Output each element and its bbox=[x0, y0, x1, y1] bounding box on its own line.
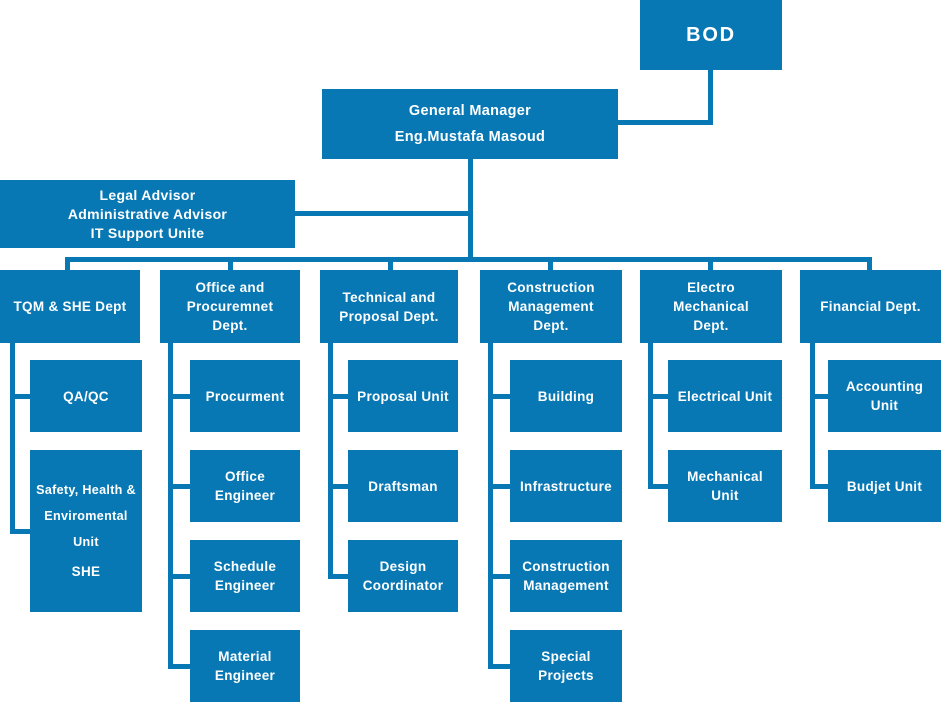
org-node-office-engineer: Office Engineer bbox=[190, 450, 300, 522]
org-node-infrastructure: Infrastructure bbox=[510, 450, 622, 522]
connector-child-stub bbox=[648, 394, 673, 399]
connector-child-stub bbox=[10, 394, 35, 399]
connector-dept-stub bbox=[708, 257, 713, 273]
general-manager-name: Eng.Mustafa Masoud bbox=[394, 129, 546, 145]
connector-child-stub bbox=[328, 484, 353, 489]
child-label: Procurment bbox=[205, 388, 285, 404]
connector-bod-horizontal bbox=[616, 120, 713, 125]
connector-dept-stub bbox=[867, 257, 872, 273]
child-label: Design Coordinator bbox=[362, 559, 444, 593]
org-node-mechanical-unit: Mechanical Unit bbox=[668, 450, 782, 522]
connector-child-stub bbox=[10, 529, 35, 534]
dept-label: Technical and Proposal Dept. bbox=[339, 289, 439, 324]
child-label: Infrastructure bbox=[520, 478, 612, 494]
connector-child-stub bbox=[168, 574, 195, 579]
child-label: Budjet Unit bbox=[846, 478, 923, 494]
connector-dept-stub bbox=[228, 257, 233, 273]
child-label: Mechanical Unit bbox=[687, 469, 763, 503]
connector-child-stub bbox=[168, 394, 195, 399]
child-label: Material Engineer bbox=[214, 649, 276, 683]
org-node-dept-office-procurement: Office and Procuremnet Dept. bbox=[160, 270, 300, 343]
bod-label: BOD bbox=[686, 23, 736, 46]
connector-child-stub bbox=[648, 484, 673, 489]
org-node-advisors: Legal Advisor Administrative Advisor IT … bbox=[0, 180, 295, 248]
connector-child-stub bbox=[488, 394, 515, 399]
org-node-procurement: Procurment bbox=[190, 360, 300, 432]
org-node-accounting-unit: Accounting Unit bbox=[828, 360, 941, 432]
connector-column-spine bbox=[10, 340, 15, 534]
connector-gm-vertical bbox=[468, 158, 473, 262]
connector-distribution-line bbox=[65, 257, 872, 262]
connector-child-stub bbox=[488, 574, 515, 579]
org-node-material-engineer: Material Engineer bbox=[190, 630, 300, 702]
connector-advisors-horizontal bbox=[294, 211, 473, 216]
connector-column-spine bbox=[488, 340, 493, 669]
org-node-schedule-engineer: Schedule Engineer bbox=[190, 540, 300, 612]
child-label: QA/QC bbox=[63, 388, 109, 404]
connector-child-stub bbox=[168, 664, 195, 669]
connector-child-stub bbox=[168, 484, 195, 489]
connector-column-spine bbox=[810, 340, 815, 489]
connector-dept-stub bbox=[65, 257, 70, 273]
connector-column-spine bbox=[648, 340, 653, 489]
child-label: Office Engineer bbox=[214, 469, 276, 503]
child-label: Construction Management bbox=[522, 559, 610, 593]
org-node-construction-management-unit: Construction Management bbox=[510, 540, 622, 612]
child-label: Safety, Health & Enviromental Unit bbox=[36, 483, 136, 549]
org-node-bod: BOD bbox=[640, 0, 782, 70]
connector-column-spine bbox=[328, 340, 333, 579]
org-node-proposal-unit: Proposal Unit bbox=[348, 360, 458, 432]
general-manager-title: General Manager bbox=[408, 103, 532, 119]
connector-child-stub bbox=[810, 484, 833, 489]
dept-label: Electro Mechanical Dept. bbox=[673, 280, 749, 333]
dept-label: Construction Management Dept. bbox=[507, 280, 595, 333]
connector-column-spine bbox=[168, 340, 173, 669]
org-node-design-coordinator: Design Coordinator bbox=[348, 540, 458, 612]
connector-child-stub bbox=[328, 574, 353, 579]
org-node-dept-construction-management: Construction Management Dept. bbox=[480, 270, 622, 343]
connector-child-stub bbox=[328, 394, 353, 399]
child-label: Special Projects bbox=[538, 649, 594, 683]
dept-label: TQM & SHE Dept bbox=[13, 299, 127, 314]
org-node-dept-financial: Financial Dept. bbox=[800, 270, 941, 343]
org-node-draftsman: Draftsman bbox=[348, 450, 458, 522]
connector-child-stub bbox=[810, 394, 833, 399]
dept-label: Financial Dept. bbox=[820, 299, 921, 314]
child-label: Building bbox=[537, 388, 595, 404]
child-label: Proposal Unit bbox=[357, 388, 449, 404]
advisors-label: Legal Advisor Administrative Advisor IT … bbox=[67, 186, 228, 241]
connector-bod-vertical bbox=[708, 70, 713, 125]
connector-dept-stub bbox=[548, 257, 553, 273]
connector-child-stub bbox=[488, 664, 515, 669]
child-sublabel: SHE bbox=[71, 564, 101, 579]
org-node-dept-tqm-she: TQM & SHE Dept bbox=[0, 270, 140, 343]
dept-label: Office and Procuremnet Dept. bbox=[186, 280, 274, 333]
org-node-budget-unit: Budjet Unit bbox=[828, 450, 941, 522]
child-label: Accounting Unit bbox=[845, 379, 924, 413]
org-node-dept-electro-mechanical: Electro Mechanical Dept. bbox=[640, 270, 782, 343]
child-label: Electrical Unit bbox=[677, 388, 773, 404]
org-node-building: Building bbox=[510, 360, 622, 432]
org-node-electrical-unit: Electrical Unit bbox=[668, 360, 782, 432]
child-label: Draftsman bbox=[368, 478, 438, 494]
org-node-qa-qc: QA/QC bbox=[30, 360, 142, 432]
org-node-special-projects: Special Projects bbox=[510, 630, 622, 702]
org-node-safety-health-environmental: Safety, Health & Enviromental Unit SHE bbox=[30, 450, 142, 612]
org-node-general-manager: General Manager Eng.Mustafa Masoud bbox=[322, 89, 618, 159]
connector-dept-stub bbox=[388, 257, 393, 273]
connector-child-stub bbox=[488, 484, 515, 489]
child-label: Schedule Engineer bbox=[213, 559, 277, 593]
org-node-dept-technical-proposal: Technical and Proposal Dept. bbox=[320, 270, 458, 343]
